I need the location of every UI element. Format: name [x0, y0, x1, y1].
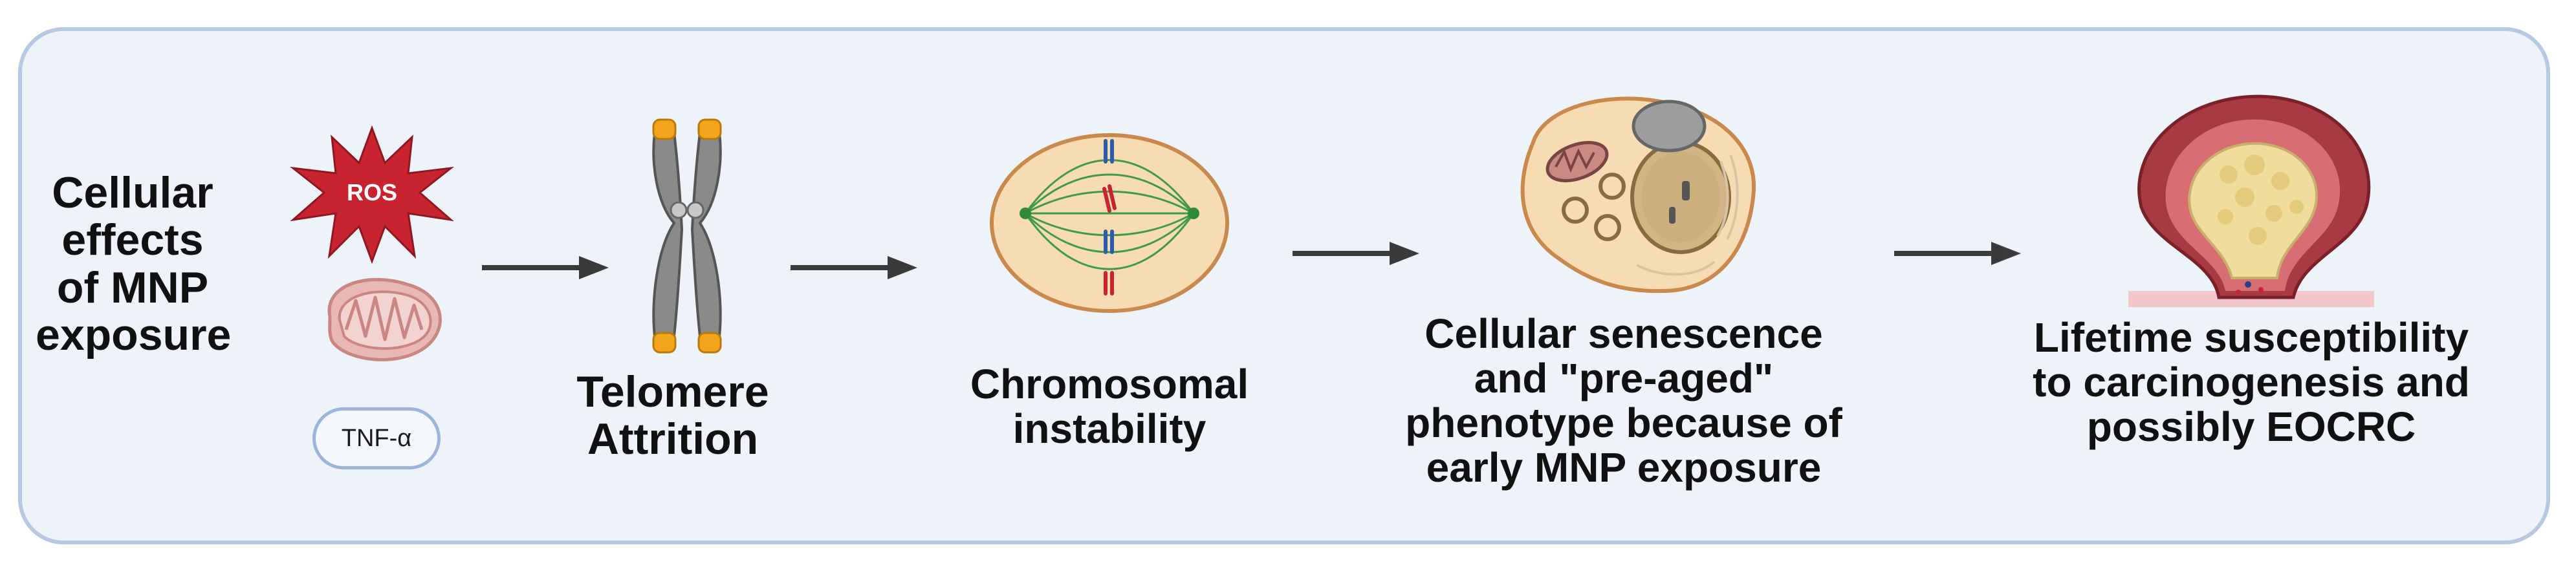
mitotic-spindle-icon: [990, 133, 1229, 313]
chromosome-icon: [652, 118, 722, 354]
flow-panel: [18, 27, 2550, 544]
chromosomal-label: Chromosomal instability: [970, 361, 1249, 453]
arrow-3: [1293, 242, 1419, 265]
arrow-4: [1894, 242, 2021, 265]
senescence-label: Cellular senescence and "pre-aged" pheno…: [1405, 310, 1842, 491]
telomere-label: Telomere Attrition: [576, 367, 769, 464]
exposure-label: Cellular effects of MNP exposure: [36, 168, 232, 360]
arrow-1: [482, 256, 609, 279]
senescent-cell-icon: [1520, 96, 1756, 294]
tumor-icon: [2128, 94, 2374, 307]
tnf-alpha-badge: TNF-α: [312, 407, 441, 469]
arrow-2: [791, 256, 917, 279]
ros-text: ROS: [347, 179, 397, 206]
ros-burst-icon: ROS: [289, 125, 455, 264]
mitochondrion-icon: [327, 277, 442, 361]
lifetime-label: Lifetime susceptibility to carcinogenesi…: [2033, 314, 2470, 451]
